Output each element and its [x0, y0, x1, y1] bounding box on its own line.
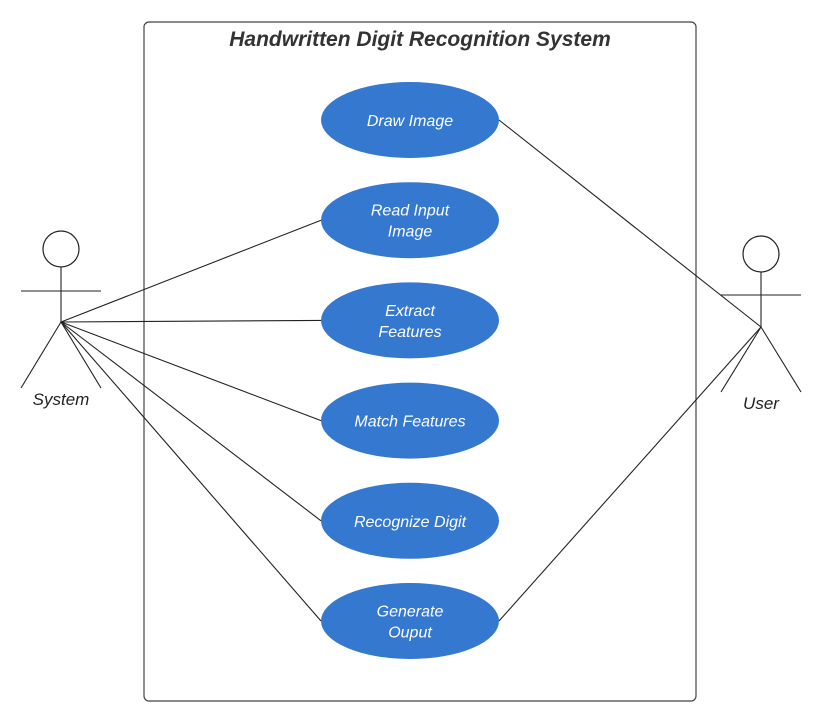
actor-user-label: User [743, 394, 780, 413]
actor-system-label: System [33, 390, 90, 409]
use-case-ellipse [321, 82, 499, 158]
use-case-ellipse [321, 482, 499, 559]
system-boundary [143, 21, 697, 702]
use-case-label: Generate [377, 604, 444, 621]
association-user-generate [498, 326, 762, 622]
association-lines [60, 119, 762, 622]
stick-figure-icon [20, 230, 102, 389]
diagram-title: Handwritten Digit Recognition System [229, 28, 611, 51]
use-case-label: Extract [385, 303, 435, 320]
association-system-match [60, 321, 322, 422]
use-case-label: Draw Image [367, 113, 453, 130]
use-case-label: Features [378, 324, 441, 341]
actor-system: System [20, 230, 102, 409]
use-case-match: Match Features [321, 382, 499, 459]
association-user-draw [498, 119, 762, 328]
use-case-label: Read Input [371, 203, 450, 220]
use-case-ellipse [321, 182, 499, 259]
association-system-recognize [60, 321, 322, 522]
association-system-generate [60, 321, 322, 622]
use-case-draw: Draw Image [321, 82, 499, 158]
association-system-extract [60, 319, 322, 323]
use-case-ellipse [321, 282, 499, 359]
use-case-ellipse [321, 583, 499, 659]
association-system-read [60, 219, 322, 323]
use-case-label: Ouput [388, 625, 432, 642]
use-case-recognize: Recognize Digit [321, 482, 499, 559]
use-case-label: Image [388, 224, 433, 241]
use-case-ellipse [321, 382, 499, 459]
use-case-label: Recognize Digit [354, 514, 467, 531]
use-case-label: Match Features [354, 414, 465, 431]
stick-figure-icon [720, 235, 802, 393]
actor-user: User [720, 235, 802, 413]
